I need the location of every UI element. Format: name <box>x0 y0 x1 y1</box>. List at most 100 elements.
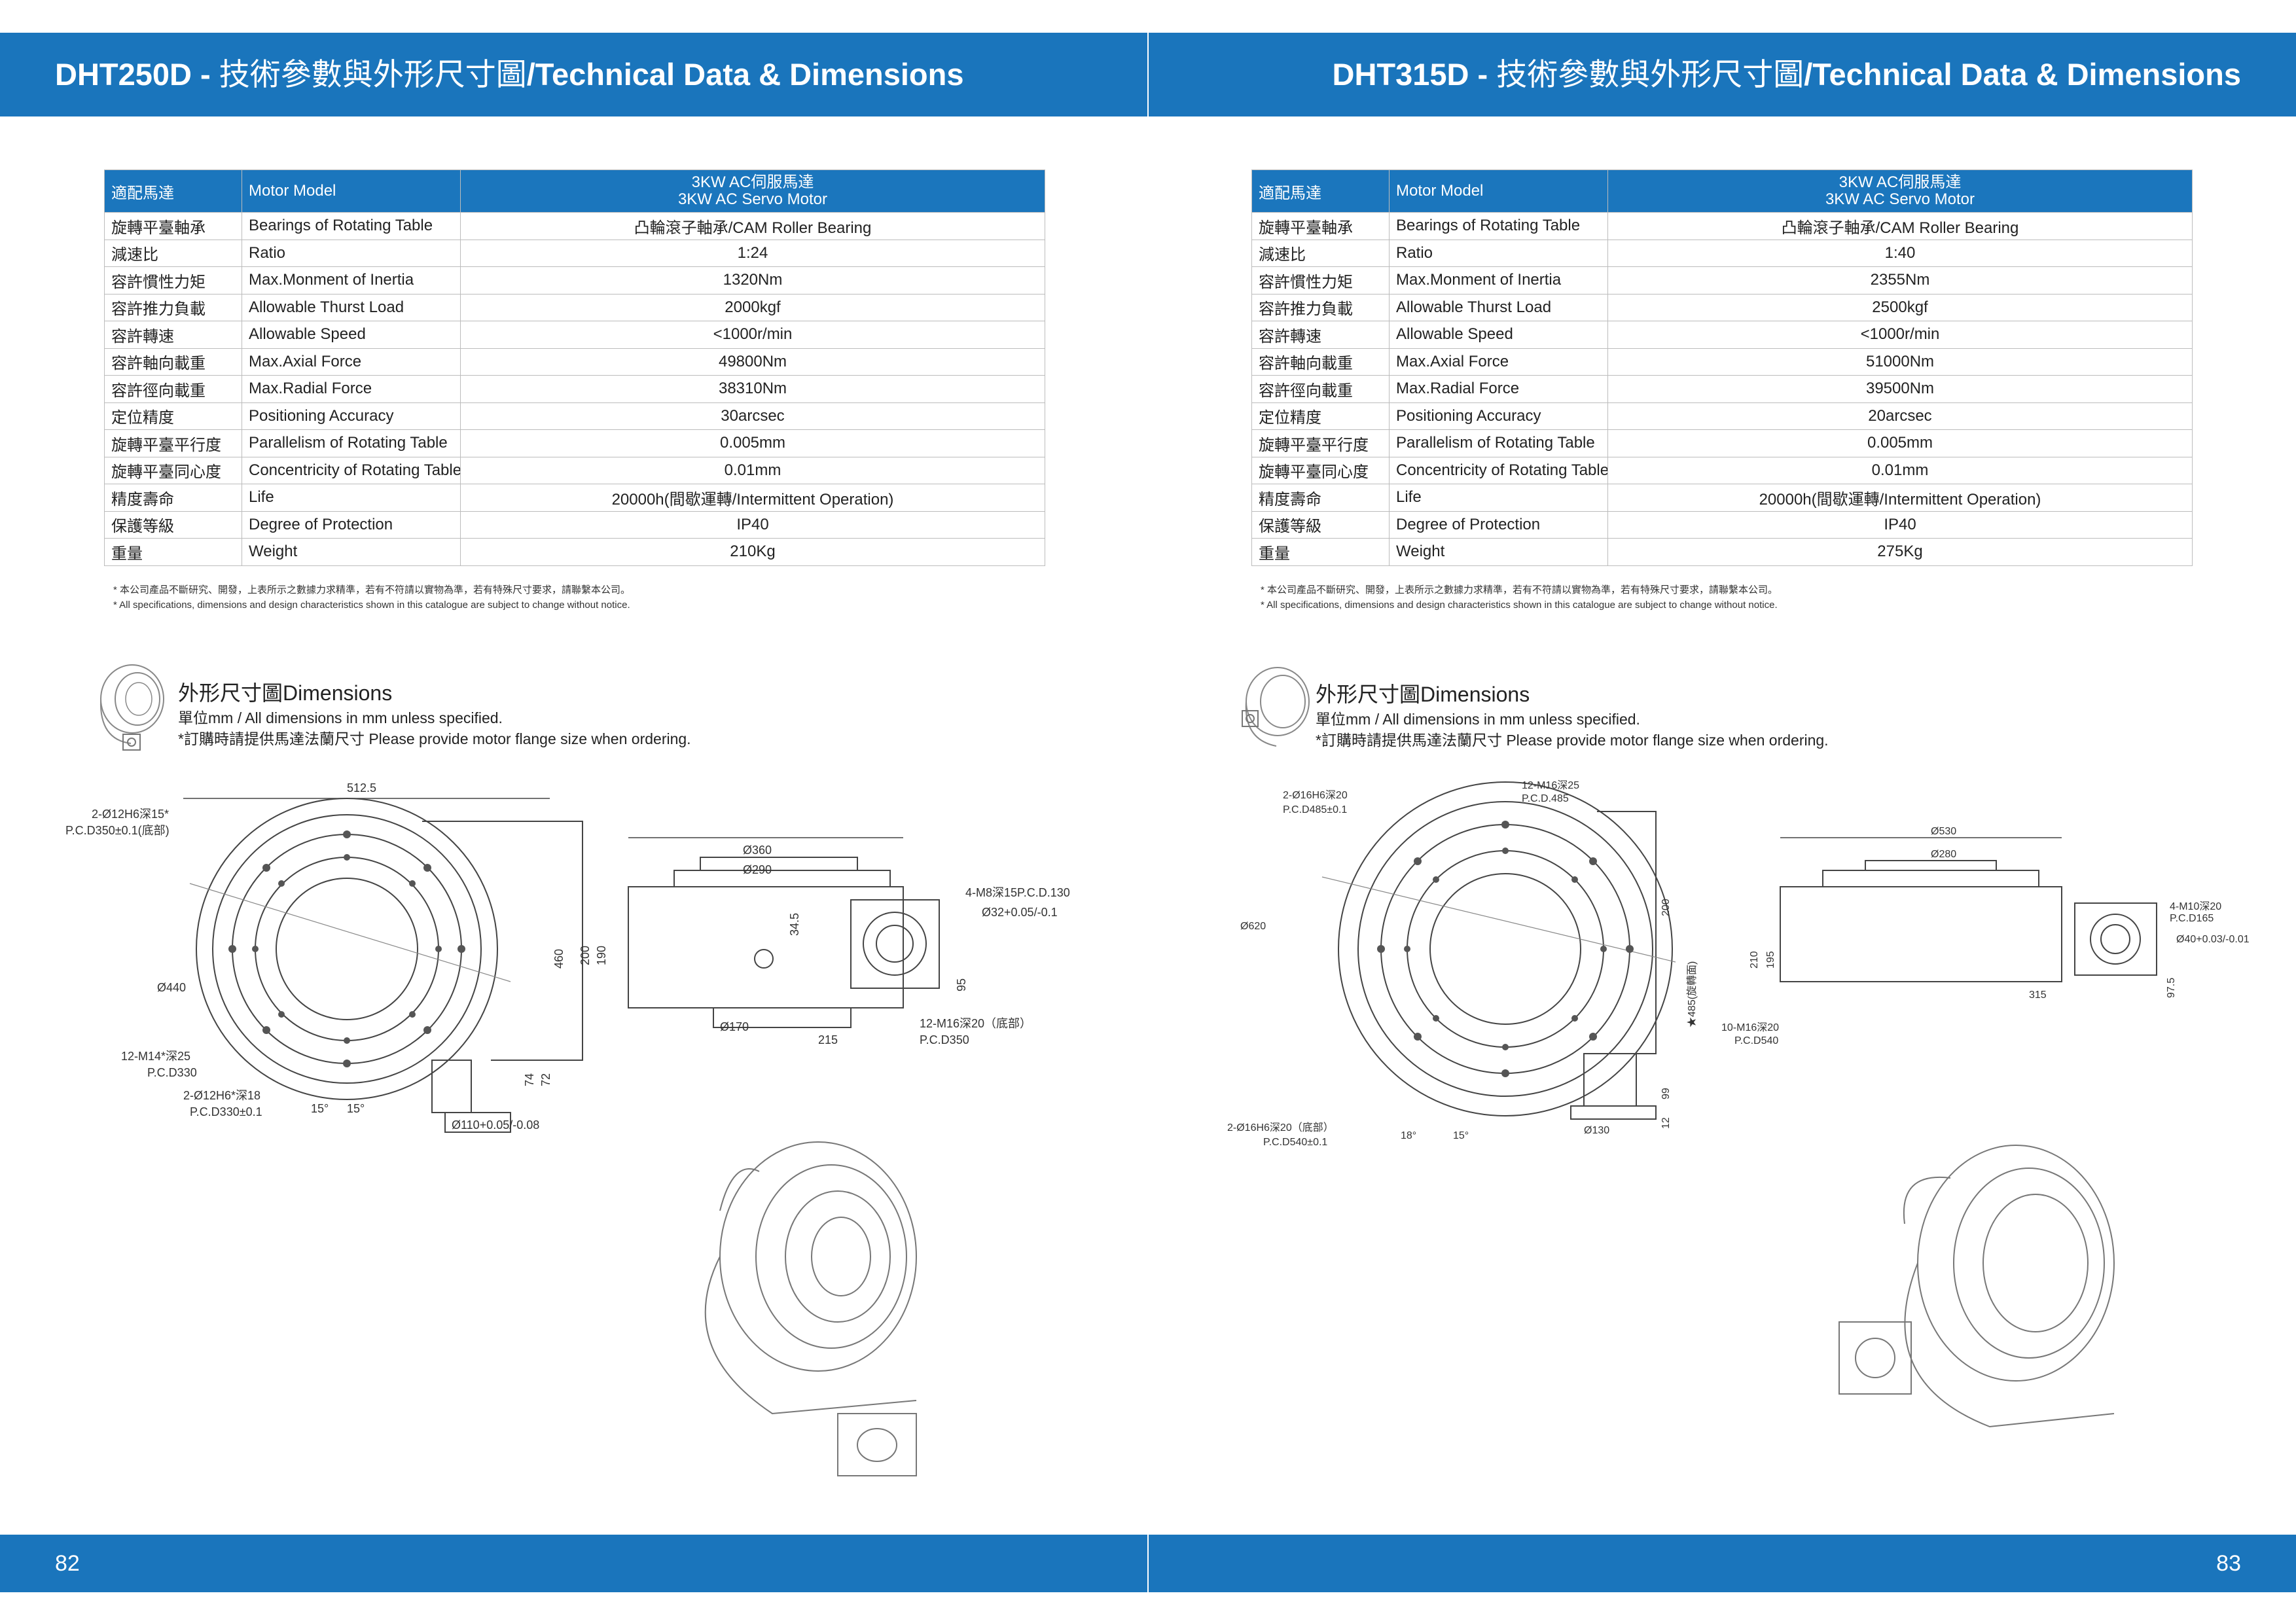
dim-label: P.C.D485±0.1 <box>1283 804 1347 815</box>
spec-label-cn: 容許徑向載重 <box>1251 375 1390 403</box>
spec-value: 1:24 <box>460 239 1045 267</box>
left-notes: * 本公司產品不斷研究、開發，上表所示之數據力求精準，若有不符請以實物為準，若有… <box>113 582 630 613</box>
spec-label-cn: 旋轉平臺同心度 <box>1251 456 1390 484</box>
dim-label: Ø40+0.03/-0.01 <box>2176 934 2250 945</box>
dim-label: 200 <box>579 946 592 965</box>
spec-value: 2500kgf <box>1607 293 2193 321</box>
dim-label: 15° <box>311 1102 329 1115</box>
spec-value: IP40 <box>460 510 1045 539</box>
dim-label: 2-Ø16H6深20（底部） <box>1227 1122 1334 1133</box>
dimensions-title-en: Dimensions <box>1420 683 1530 706</box>
spec-label-cn: 容許慣性力矩 <box>104 266 242 294</box>
page-divider <box>1147 1535 1149 1592</box>
spec-label-cn: 重量 <box>1251 538 1390 566</box>
header-label-cn: 適配馬達 <box>104 169 242 213</box>
rotary-table-thumbnail-icon <box>1242 667 1310 747</box>
dim-label: P.C.D350 <box>920 1033 969 1046</box>
spec-label-en: Max.Monment of Inertia <box>1389 266 1608 294</box>
dim-label: 2-Ø16H6深20 <box>1283 789 1348 801</box>
spec-label-en: Positioning Accuracy <box>242 402 461 430</box>
model-name: DHT315D - <box>1332 57 1497 92</box>
right-page-number: 83 <box>2216 1551 2241 1576</box>
spec-label-en: Concentricity of Rotating Table <box>242 456 461 484</box>
dim-label: 95 <box>955 978 968 991</box>
left-technical-drawing: 512.5 2-Ø12H6深15* P.C.D350±0.1(底部) Ø440 … <box>65 781 1070 1133</box>
spec-label-cn: 容許轉速 <box>1251 321 1390 349</box>
dim-label: 2-Ø12H6深15* <box>92 808 169 821</box>
dim-label: 200 <box>1660 899 1672 916</box>
spec-value: 1320Nm <box>460 266 1045 294</box>
dim-label: 12-M16深25 <box>1522 779 1579 791</box>
spec-label-en: Bearings of Rotating Table <box>242 212 461 240</box>
spec-label-en: Max.Monment of Inertia <box>242 266 461 294</box>
spec-label-en: Weight <box>242 538 461 566</box>
right-dimensions-title: 外形尺寸圖Dimensions <box>1316 678 1530 708</box>
dim-label: Ø360 <box>743 844 772 857</box>
page-divider <box>1147 33 1149 116</box>
spec-value: <1000r/min <box>1607 321 2193 349</box>
dim-label: 4-M8深15P.C.D.130 <box>965 886 1070 899</box>
spec-label-en: Parallelism of Rotating Table <box>1389 429 1608 457</box>
spec-value: 0.01mm <box>460 456 1045 484</box>
spec-label-en: Concentricity of Rotating Table <box>1389 456 1608 484</box>
spec-value: 210Kg <box>460 538 1045 566</box>
spec-label-en: Max.Radial Force <box>242 375 461 403</box>
dim-label: P.C.D330 <box>147 1066 197 1079</box>
spec-value: 51000Nm <box>1607 348 2193 376</box>
right-dimensions-unit-note: 單位mm / All dimensions in mm unless speci… <box>1316 711 1640 728</box>
dim-label: 18° <box>1401 1130 1416 1141</box>
dim-label: Ø130 <box>1584 1125 1609 1136</box>
header-label-cn: 適配馬達 <box>1251 169 1390 213</box>
dim-label: P.C.D165 <box>2170 913 2214 924</box>
header-band <box>0 33 2296 116</box>
dim-label: 215 <box>818 1033 838 1046</box>
header-value-cn: 3KW AC伺服馬達 <box>1839 173 1962 191</box>
spec-label-en: Bearings of Rotating Table <box>1389 212 1608 240</box>
title-en: /Technical Data & Dimensions <box>1804 57 2241 92</box>
header-value-cn: 3KW AC伺服馬達 <box>691 173 814 191</box>
title-cn: 技術參數與外形尺寸圖 <box>219 57 527 93</box>
spec-label-cn: 旋轉平臺平行度 <box>104 429 242 457</box>
dimensions-title-cn: 外形尺寸圖 <box>1316 682 1421 707</box>
dim-label: Ø290 <box>743 863 772 876</box>
spec-label-en: Life <box>242 484 461 512</box>
spec-label-cn: 重量 <box>104 538 242 566</box>
dim-label: 460 <box>552 949 565 969</box>
spec-label-cn: 容許推力負載 <box>1251 293 1390 321</box>
spec-label-en: Allowable Thurst Load <box>242 293 461 321</box>
dim-label: Ø32+0.05/-0.1 <box>982 906 1058 919</box>
spec-label-en: Max.Radial Force <box>1389 375 1608 403</box>
spec-label-cn: 容許徑向載重 <box>104 375 242 403</box>
note-en: * All specifications, dimensions and des… <box>113 599 630 611</box>
spec-label-cn: 容許軸向載重 <box>104 348 242 376</box>
spec-label-en: Allowable Thurst Load <box>1389 293 1608 321</box>
dim-label: 15° <box>1453 1130 1469 1141</box>
note-cn: * 本公司產品不斷研究、開發，上表所示之數據力求精準，若有不符請以實物為準，若有… <box>1261 584 1778 596</box>
spec-value: 38310Nm <box>460 375 1045 403</box>
dim-label: 15° <box>347 1102 365 1115</box>
dim-label: Ø440 <box>157 981 186 994</box>
left-dimensions-unit-note: 單位mm / All dimensions in mm unless speci… <box>178 709 503 726</box>
right-technical-drawing: 2-Ø16H6深20 P.C.D485±0.1 12-M16深25 P.C.D.… <box>1227 779 2250 1148</box>
spec-label-cn: 定位精度 <box>1251 402 1390 430</box>
spec-label-cn: 容許推力負載 <box>104 293 242 321</box>
dim-label: 72 <box>539 1073 552 1086</box>
dim-label: P.C.D540 <box>1734 1035 1778 1046</box>
left-page-number: 82 <box>55 1551 80 1576</box>
